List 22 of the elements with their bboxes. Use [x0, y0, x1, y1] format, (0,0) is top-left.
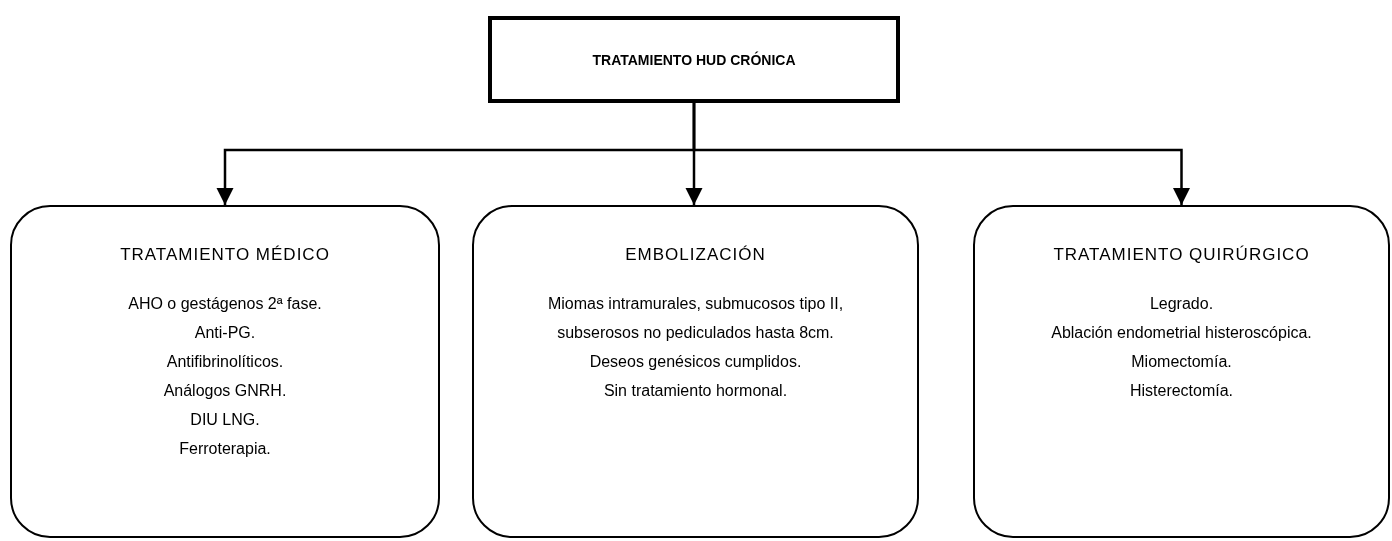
category-box: [10, 205, 440, 538]
list-item: Histerectomía.: [1129, 381, 1234, 401]
category-heading: EMBOLIZACIÓN: [625, 245, 766, 265]
list-item: AHO o gestágenos 2ª fase.: [128, 294, 322, 314]
connector-arrow: [692, 103, 1191, 205]
list-item: Deseos genésicos cumplidos.: [589, 352, 802, 372]
category-heading: TRATAMIENTO MÉDICO: [120, 245, 330, 265]
list-item: Miomas intramurales, submucosos tipo II, subserosos no pediculados hasta 8cm.: [546, 294, 845, 343]
category-heading: TRATAMIENTO QUIRÚRGICO: [1053, 245, 1310, 265]
list-item: DIU LNG.: [190, 410, 260, 430]
list-item: Legrado.: [1149, 294, 1214, 314]
list-item: Antifibrinolíticos.: [166, 352, 284, 372]
box-title: TRATAMIENTO HUD CRÓNICA: [592, 51, 796, 68]
list-item: Análogos GNRH.: [163, 381, 287, 401]
category-box: [973, 205, 1390, 538]
title-box: [488, 16, 900, 103]
category-box: [472, 205, 919, 538]
list-item: Ferroterapia.: [179, 439, 271, 459]
list-item: Sin tratamiento hormonal.: [603, 381, 788, 401]
list-item: Ablación endometrial histeroscópica.: [1051, 323, 1312, 343]
list-item: Anti-PG.: [194, 323, 256, 343]
list-item: Miomectomía.: [1131, 352, 1232, 372]
